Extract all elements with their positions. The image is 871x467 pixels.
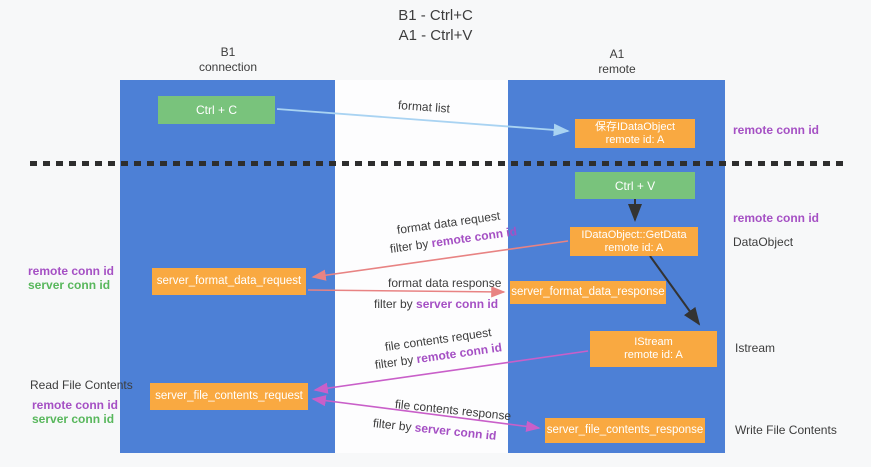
title-line-2: A1 - Ctrl+V bbox=[398, 27, 473, 44]
label-istream: Istream bbox=[735, 341, 776, 355]
right-header-line-2: remote bbox=[598, 62, 636, 76]
label-dataobject: DataObject bbox=[733, 235, 794, 249]
node-server-file-contents-request-label: server_file_contents_request bbox=[155, 390, 303, 402]
label-server-conn-id-bottom-left: server conn id bbox=[32, 412, 115, 426]
right-header-line-1: A1 bbox=[609, 47, 625, 61]
label-server-conn-id-mid-left: server conn id bbox=[28, 278, 111, 292]
node-server-format-data-request-label: server_format_data_request bbox=[156, 275, 302, 287]
arrow-label-filter-server-1: filter by server conn id bbox=[374, 297, 498, 311]
node-istream-line-1: IStream bbox=[634, 336, 673, 348]
node-server-file-contents-response-label: server_file_contents_response bbox=[546, 424, 704, 436]
label-remote-conn-id-bottom-left: remote conn id bbox=[32, 398, 119, 412]
right-column-header: A1 remote bbox=[557, 47, 677, 77]
node-ctrl-v-label: Ctrl + V bbox=[614, 178, 656, 193]
node-server-format-data-request: server_format_data_request bbox=[152, 268, 306, 295]
message-lane bbox=[335, 80, 508, 453]
left-header-line-1: B1 bbox=[220, 45, 236, 59]
node-ctrl-c: Ctrl + C bbox=[158, 96, 275, 124]
node-save-dataobject: 保存IDataObject remote id: A bbox=[575, 119, 695, 148]
label-remote-conn-id-top-right: remote conn id bbox=[733, 123, 820, 137]
node-ctrl-v: Ctrl + V bbox=[575, 172, 695, 199]
phase-separator-dashed-line bbox=[30, 161, 846, 166]
label-read-file-contents: Read File Contents bbox=[30, 378, 133, 392]
left-header-line-2: connection bbox=[198, 60, 258, 74]
node-istream: IStream remote id: A bbox=[590, 331, 717, 367]
title-line-1: B1 - Ctrl+C bbox=[398, 7, 473, 24]
left-column-header: B1 connection bbox=[168, 45, 288, 75]
node-save-dataobject-line-1: 保存IDataObject bbox=[594, 120, 676, 133]
node-getdata-line-1: IDataObject::GetData bbox=[581, 228, 687, 241]
node-save-dataobject-line-2: remote id: A bbox=[605, 133, 665, 146]
arrow-label-format-data-response: format data response bbox=[388, 276, 502, 290]
node-server-format-data-response: server_format_data_response bbox=[510, 281, 666, 304]
diagram-title: B1 - Ctrl+C A1 - Ctrl+V bbox=[0, 6, 871, 46]
node-server-file-contents-response: server_file_contents_response bbox=[545, 418, 705, 443]
filter-by-prefix-2: filter by bbox=[374, 297, 417, 311]
label-remote-conn-id-mid-right: remote conn id bbox=[733, 211, 820, 225]
node-istream-line-2: remote id: A bbox=[624, 349, 683, 361]
label-remote-conn-id-mid-left: remote conn id bbox=[28, 264, 115, 278]
label-write-file-contents: Write File Contents bbox=[735, 423, 837, 437]
node-server-format-data-response-label: server_format_data_response bbox=[511, 286, 665, 298]
node-getdata-line-2: remote id: A bbox=[604, 241, 664, 254]
node-server-file-contents-request: server_file_contents_request bbox=[150, 383, 308, 410]
filter-key-server-1: server conn id bbox=[416, 297, 499, 311]
node-getdata: IDataObject::GetData remote id: A bbox=[570, 227, 698, 256]
node-ctrl-c-label: Ctrl + C bbox=[195, 103, 237, 117]
